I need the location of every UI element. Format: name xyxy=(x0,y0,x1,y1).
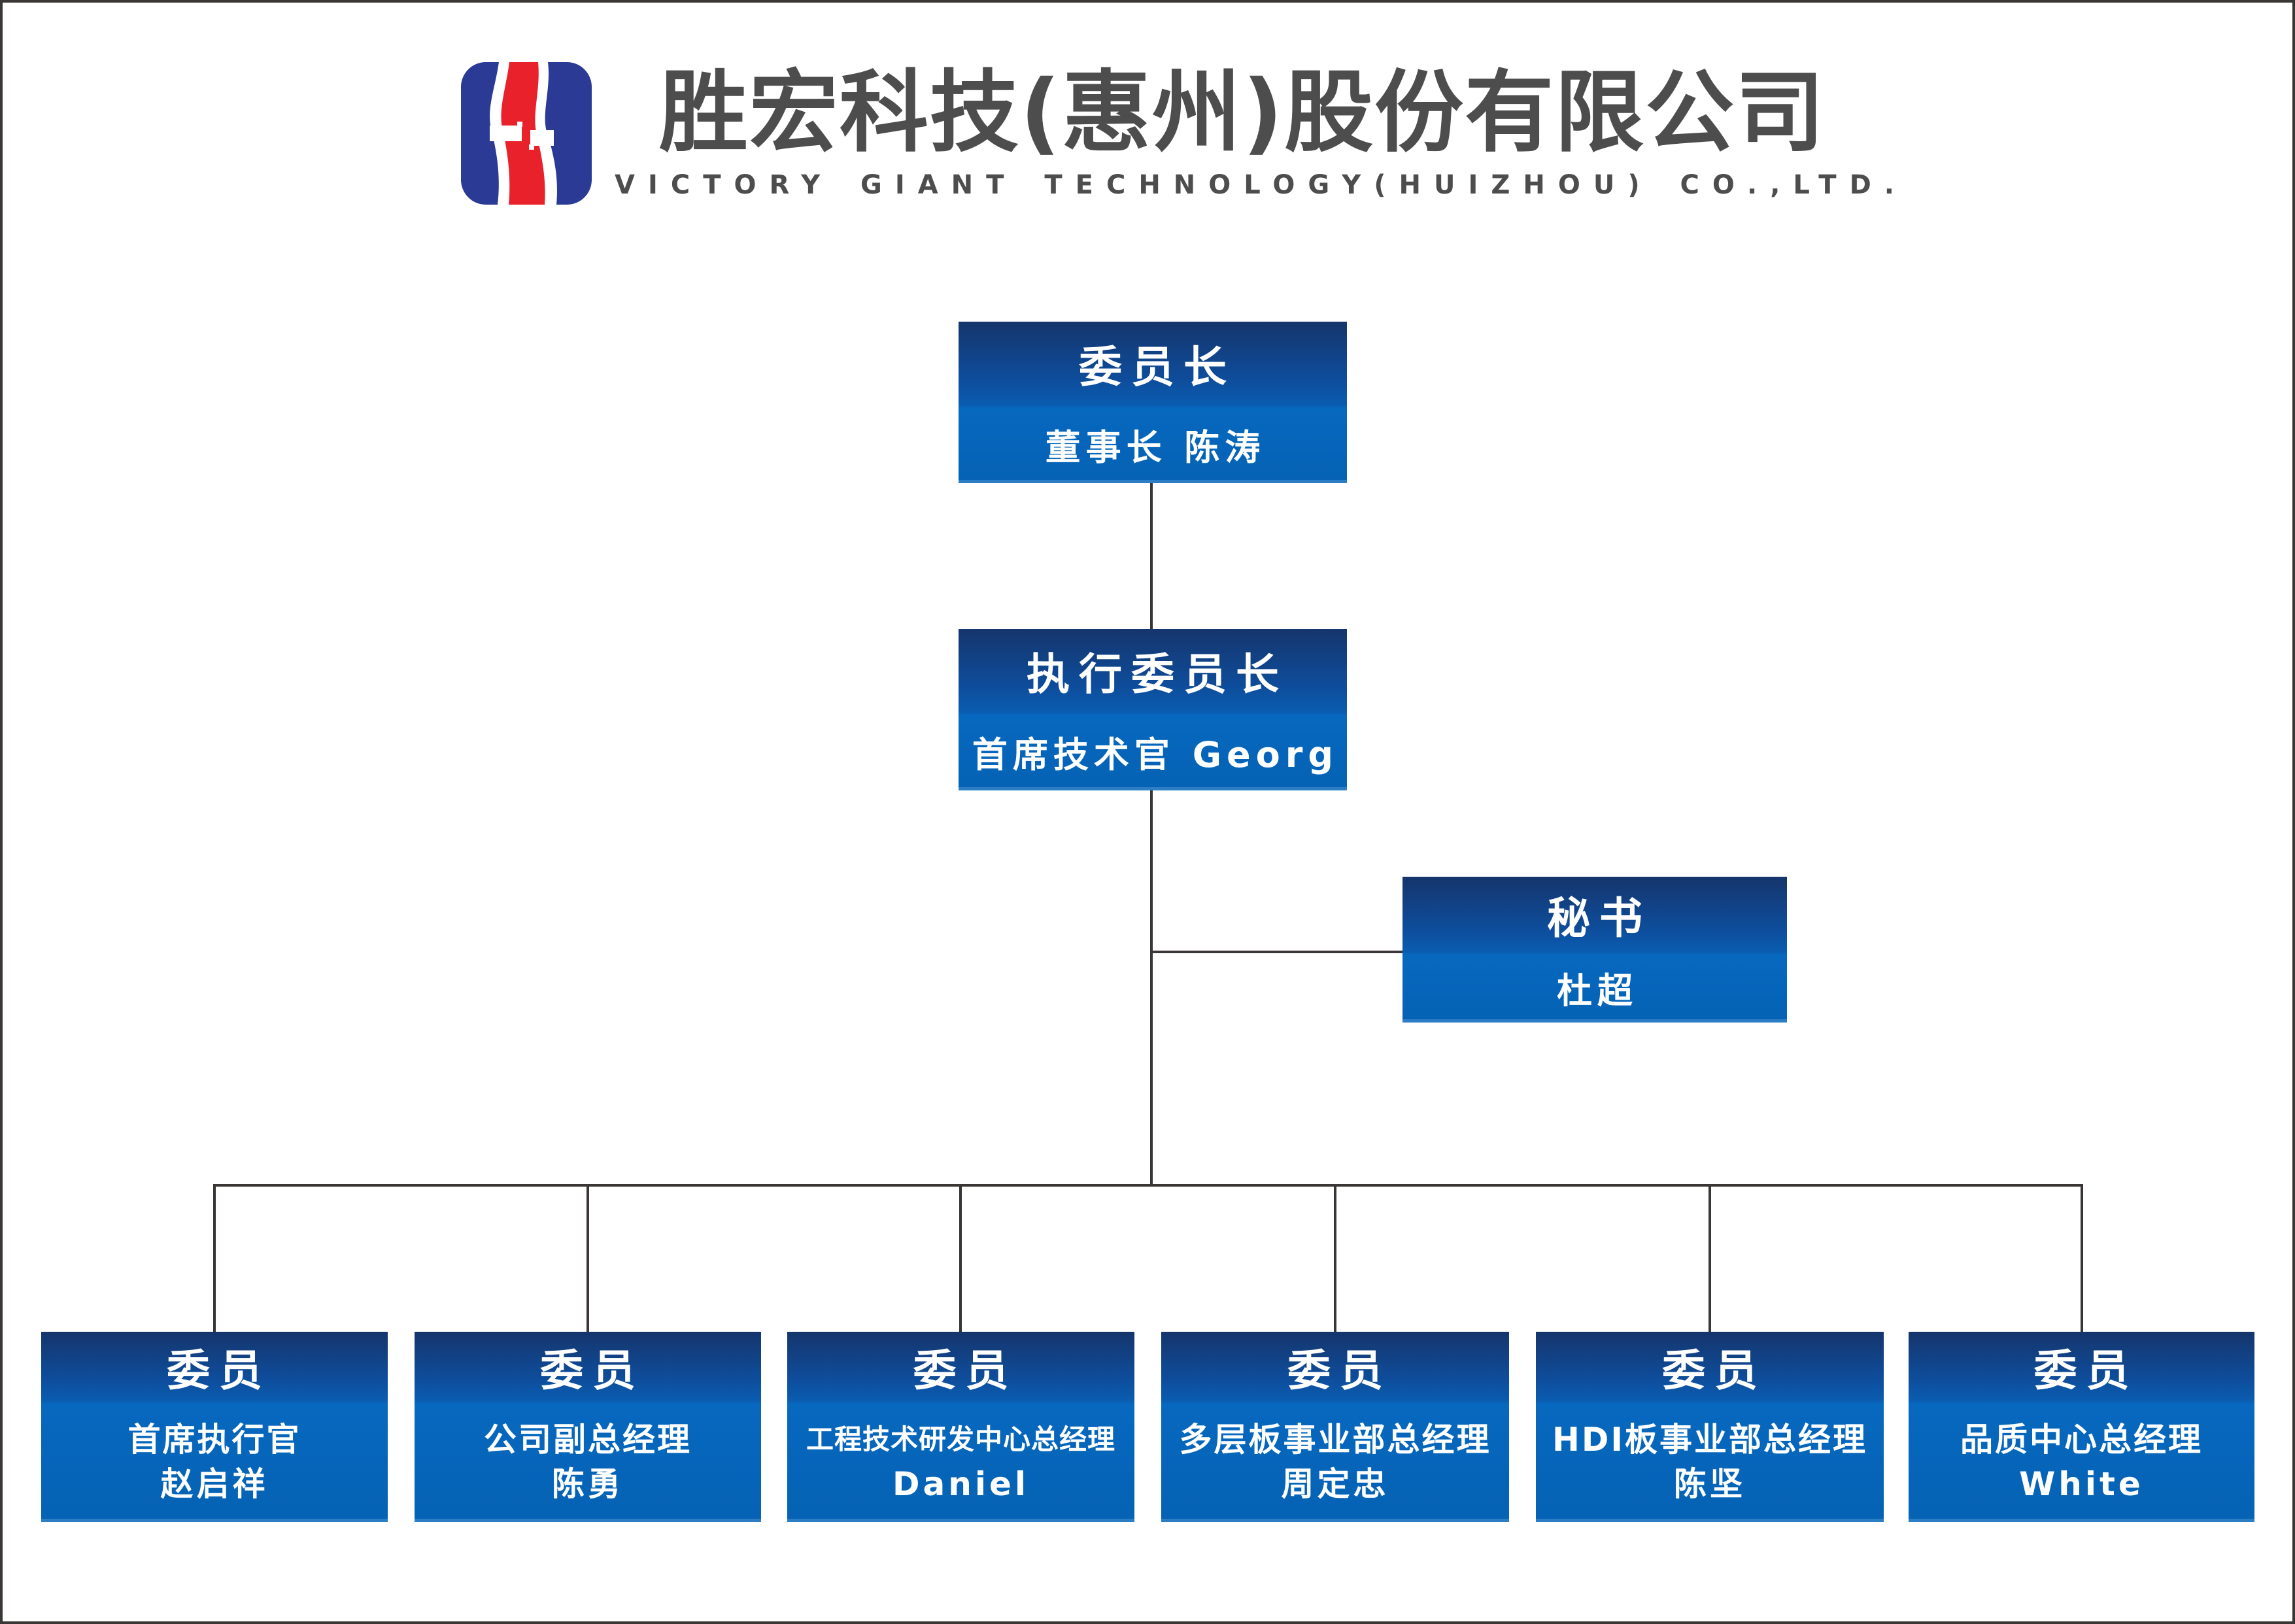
node-member-multilayer-gm: 委员 多层板事业部总经理 周定忠 xyxy=(1161,1332,1509,1522)
connector-drop-member5 xyxy=(1708,1184,1711,1333)
connector-drop-member4 xyxy=(1334,1184,1336,1333)
node-chairman: 委员长 董事长 陈涛 xyxy=(959,322,1347,483)
node-title: 执行委员长 xyxy=(1027,649,1288,700)
node-title: 委员 xyxy=(1662,1345,1767,1396)
node-subtitle: 杜超 xyxy=(1557,970,1638,1011)
node-title: 秘书 xyxy=(1547,892,1652,943)
node-title: 委员 xyxy=(167,1345,271,1396)
node-role: 公司副总经理 xyxy=(484,1421,692,1459)
connector-secretary-branch xyxy=(1150,951,1402,953)
node-member-hdi-gm: 委员 HDI板事业部总经理 陈坚 xyxy=(1536,1332,1884,1522)
node-person: 周定忠 xyxy=(1281,1465,1389,1504)
connector-chairman-to-exec xyxy=(1150,483,1153,630)
node-person: 陈勇 xyxy=(552,1465,624,1504)
node-member-ceo: 委员 首席执行官 赵启祥 xyxy=(41,1332,388,1522)
node-role: HDI板事业部总经理 xyxy=(1552,1421,1867,1459)
node-title: 委员 xyxy=(2033,1345,2139,1396)
node-title: 委员 xyxy=(913,1345,1018,1396)
node-member-rd-center-gm: 委员 工程技术研发中心总经理 Daniel xyxy=(787,1332,1134,1522)
company-logo-icon xyxy=(461,62,592,205)
company-name-cn: 胜宏科技(惠州)股份有限公司 xyxy=(658,61,1826,165)
node-person: Daniel xyxy=(892,1465,1030,1504)
node-title: 委员 xyxy=(1287,1345,1392,1396)
node-title: 委员长 xyxy=(1079,342,1236,393)
node-person: White xyxy=(2019,1465,2144,1504)
connector-drop-member2 xyxy=(586,1184,589,1333)
node-subtitle: 董事长 陈涛 xyxy=(1045,427,1266,469)
node-role: 首席执行官 xyxy=(128,1421,301,1459)
connector-trunk xyxy=(1150,790,1153,1187)
company-name-en: VICTORY GIANT TECHNOLOGY(HUIZHOU) CO.,LT… xyxy=(615,170,1907,200)
node-member-deputy-gm: 委员 公司副总经理 陈勇 xyxy=(415,1332,761,1522)
node-person: 陈坚 xyxy=(1674,1465,1746,1504)
node-member-quality-gm: 委员 品质中心总经理 White xyxy=(1909,1332,2254,1522)
node-title: 委员 xyxy=(540,1345,645,1396)
node-subtitle: 首席技术官 Georg xyxy=(972,734,1339,776)
node-person: 赵启祥 xyxy=(160,1465,269,1504)
connector-drop-member1 xyxy=(213,1184,216,1333)
connector-members-bus xyxy=(213,1184,2083,1187)
connector-drop-member3 xyxy=(959,1184,962,1333)
node-exec-chairman: 执行委员长 首席技术官 Georg xyxy=(959,629,1347,790)
node-role: 品质中心总经理 xyxy=(1960,1421,2203,1459)
connector-drop-member6 xyxy=(2081,1184,2083,1333)
node-secretary: 秘书 杜超 xyxy=(1402,877,1787,1023)
node-role: 多层板事业部总经理 xyxy=(1179,1421,1491,1459)
node-role: 工程技术研发中心总经理 xyxy=(806,1423,1115,1456)
